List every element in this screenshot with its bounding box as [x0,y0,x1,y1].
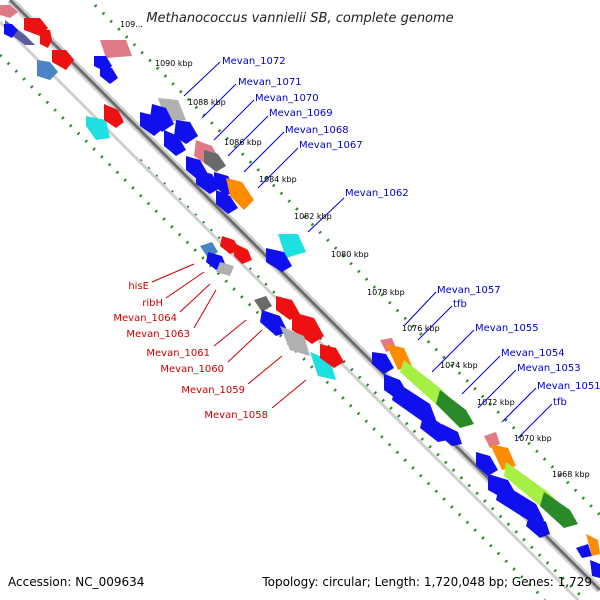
gene-feature [490,444,516,470]
gene-label: Mevan_1064 [113,313,177,324]
gene-feature [320,344,344,368]
kbp-tick-label: 1086 kbp [224,138,262,147]
gene-feature [440,424,462,446]
gene-feature [216,262,234,276]
gene-feature [100,66,118,84]
kbp-tick-label: 1084 kbp [259,175,297,184]
gene-feature [220,236,240,254]
gene-feature [254,296,272,312]
gene-label: Mevan_1055 [475,323,539,334]
map-title: Methanococcus vannielii SB, complete gen… [146,11,453,26]
kbp-tick-label: 1074 kbp [440,361,478,370]
gene-feature [164,130,186,156]
kbp-tick-label: 1072 kbp [477,398,515,407]
kbp-tick-label: 1078 kbp [367,288,405,297]
gene-feature [590,560,600,578]
kbp-tick-label: 1076 kbp [402,324,440,333]
gene-feature [174,120,198,144]
gene-label: Mevan_1054 [501,348,565,359]
gene-feature [484,432,500,448]
gene-feature [586,534,600,556]
kbp-tick-label: 1080 kbp [331,250,369,259]
gene-feature [52,50,74,70]
gene-feature [37,60,58,80]
gene-feature [216,190,238,214]
accession-text: Accession: NC_009634 [8,575,144,589]
gene-feature [100,40,132,58]
gene-label: ribH [142,298,163,309]
gene-feature [260,310,288,336]
gene-feature [436,390,474,428]
gene-label: Mevan_1063 [126,329,190,340]
gene-feature [266,248,292,272]
gene-label: Mevan_1068 [285,125,349,136]
kbp-tick-label: 109... [120,20,143,29]
gene-label: Mevan_1061 [146,348,210,359]
gene-label: Mevan_1059 [181,385,245,396]
kbp-ticks: 109... 1090 kbp 1088 kbp 1086 kbp 1084 k… [120,20,590,479]
kbp-tick-label: 1090 kbp [155,59,193,68]
gene-label: Mevan_1058 [204,410,268,421]
gene-feature [540,492,578,528]
gene-feature [292,312,324,344]
gene-feature [4,24,18,38]
kbp-tick-label: 1070 kbp [514,434,552,443]
gene-feature [280,326,310,356]
gene-feature [234,244,252,264]
gene-feature [476,452,498,476]
gene-label: tfb [553,397,567,408]
gene-features [0,5,600,578]
gene-label: Mevan_1060 [160,364,224,375]
gene-label: Mevan_1057 [437,285,501,296]
kbp-tick-label: 1088 kbp [188,98,226,107]
guide-center [138,158,587,600]
gene-label: Mevan_1069 [269,108,333,119]
gene-feature [196,170,220,194]
gene-feature [310,352,336,380]
gene-label: Mevan_1072 [222,56,286,67]
blue-gene-labels: Mevan_1072 Mevan_1071 Mevan_1070 Mevan_1… [183,56,600,439]
gene-label: hisE [128,281,149,292]
gene-feature [204,150,226,172]
gene-label: tfb [453,299,467,310]
gene-feature [40,30,52,48]
red-gene-labels: hisE ribH Mevan_1064 Mevan_1063 Mevan_10… [113,263,307,421]
genome-summary-text: Topology: circular; Length: 1,720,048 bp… [261,575,592,589]
kbp-tick-label: 1082 kbp [294,212,332,221]
gene-feature [226,178,254,210]
gene-feature [278,234,306,258]
gene-label: Mevan_1062 [345,188,409,199]
gene-feature [526,512,550,538]
gene-feature [86,116,110,140]
gene-label: Mevan_1067 [299,140,363,151]
gene-label: Mevan_1053 [517,363,581,374]
gene-label: Mevan_1070 [255,93,319,104]
kbp-tick-label: 1068 kbp [552,470,590,479]
gene-feature [372,352,394,374]
gene-label: Mevan_1071 [238,77,302,88]
gene-feature [140,112,164,136]
gene-feature [576,544,592,558]
gene-label: Mevan_1051 [537,381,600,392]
gene-feature [104,104,124,128]
gene-feature [0,5,18,18]
